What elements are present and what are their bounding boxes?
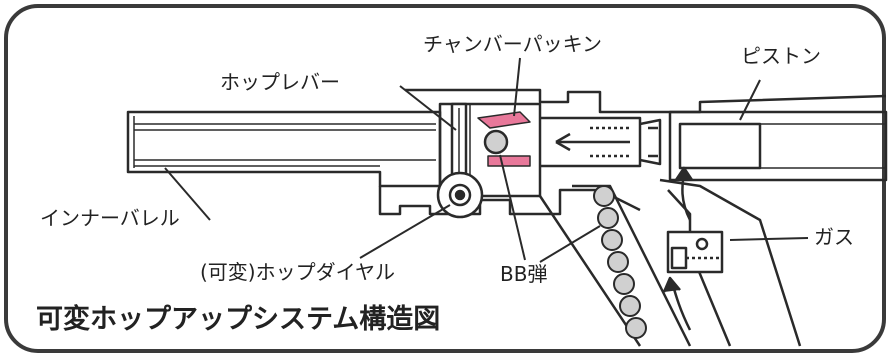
bb-in-chamber: [483, 129, 509, 155]
piston: [668, 110, 888, 182]
gas-valve: [666, 230, 724, 274]
label-chamber-packing: チャンバーパッキン: [423, 32, 602, 56]
label-gas: ガス: [814, 225, 854, 249]
hop-dial: [436, 171, 484, 219]
bb-6: [619, 295, 641, 317]
diagram-frame: [4, 4, 886, 353]
chamber-packing: [477, 111, 531, 167]
label-piston: ピストン: [741, 44, 821, 68]
label-inner-barrel: インナーバレル: [40, 206, 180, 230]
bb-1: [593, 185, 615, 207]
diagram-title: 可変ホップアップシステム構造図: [36, 304, 441, 335]
leader-lines: [164, 57, 809, 263]
bb-4: [607, 251, 629, 273]
bb-2: [597, 207, 619, 229]
label-hop-dial: (可変)ホップダイヤル: [200, 260, 396, 284]
label-bb: BB弾: [500, 262, 548, 286]
gas-flow-arrows: [662, 166, 694, 331]
hop-lever: [450, 102, 468, 182]
magazine-bbs: [593, 185, 647, 339]
label-hop-lever: ホップレバー: [220, 70, 340, 94]
bb-5: [613, 273, 635, 295]
inner-barrel: [126, 110, 442, 188]
nozzle: [540, 116, 662, 168]
bb-3: [601, 229, 623, 251]
bb-7: [625, 317, 647, 339]
